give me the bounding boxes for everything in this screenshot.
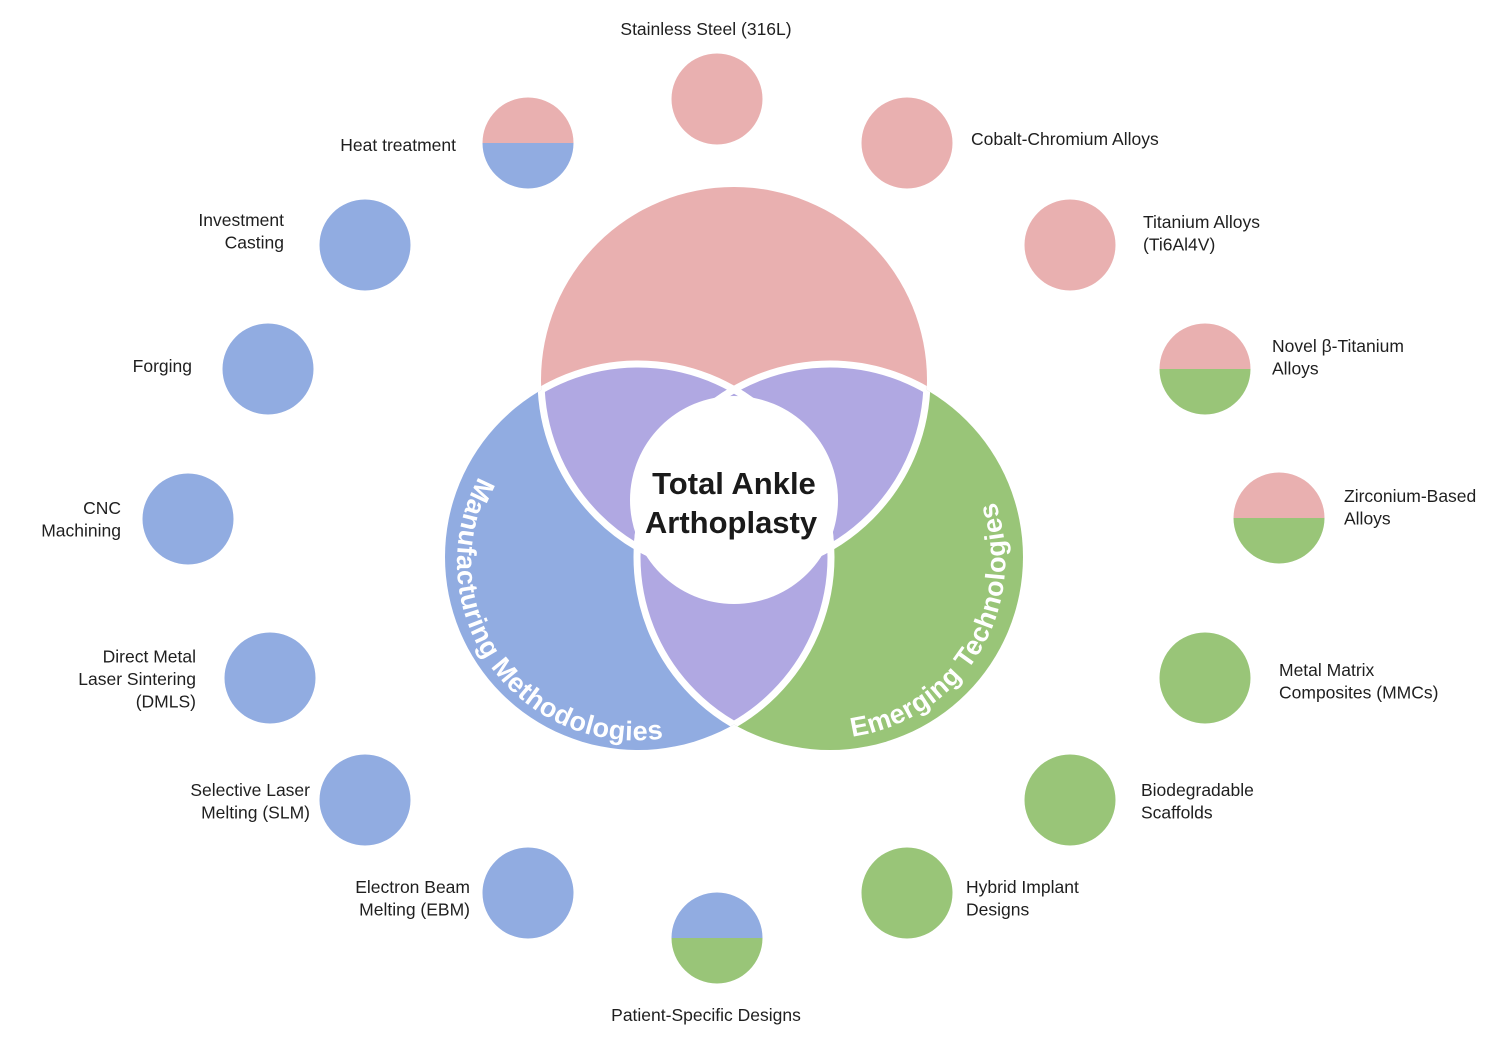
casting-label-line-1: Investment [198,210,284,230]
beta_titanium-disc-bottom-half [1159,369,1251,415]
dmls-disc [224,632,316,724]
node-patient-specific: Patient-Specific Designs [611,892,801,1025]
node-titanium-alloys: Titanium Alloys(Ti6Al4V) [1024,199,1260,291]
hybrid-label-line-1: Hybrid Implant [966,877,1079,897]
cnc-label-line-1: CNC [83,498,121,518]
heat-label-line-1: Heat treatment [340,135,456,155]
casting-label-line-2: Casting [225,232,284,252]
zirconium-label-line-1: Zirconium-Based [1344,486,1476,506]
cobalt-disc [861,97,953,189]
patient-disc-top-half [671,892,763,938]
patient-disc-bottom-half [671,938,763,984]
node-stainless-steel: Stainless Steel (316L) [620,19,792,145]
casting-disc [319,199,411,291]
patient-label-line-1: Patient-Specific Designs [611,1005,801,1025]
zirconium-disc-bottom-half [1233,518,1325,564]
ebm-label-line-2: Melting (EBM) [359,899,470,919]
scaffolds-label-line-2: Scaffolds [1141,802,1213,822]
cobalt-label-line-1: Cobalt-Chromium Alloys [971,129,1159,149]
forging-label-line-1: Forging [133,356,192,376]
heat-disc-bottom-half [482,143,574,189]
venn-circles [445,187,1023,750]
beta_titanium-disc-top-half [1159,323,1251,369]
titanium-label-line-2: (Ti6Al4V) [1143,234,1215,254]
zirconium-disc-top-half [1233,472,1325,518]
dmls-label-line-2: Laser Sintering [78,669,196,689]
center-title-line2: Arthoplasty [645,505,818,540]
stainless-label-line-1: Stainless Steel (316L) [620,19,791,39]
mmc-label-line-2: Composites (MMCs) [1279,682,1438,702]
cnc-disc [142,473,234,565]
cnc-label-line-2: Machining [41,520,121,540]
forging-disc [222,323,314,415]
beta_titanium-label-line-1: Novel β-Titanium [1272,336,1404,356]
beta_titanium-label-line-2: Alloys [1272,358,1319,378]
mmc-disc [1159,632,1251,724]
mmc-label-line-1: Metal Matrix [1279,660,1375,680]
node-forging: Forging [133,323,314,415]
ebm-disc [482,847,574,939]
dmls-label-line-1: Direct Metal [103,647,196,667]
hybrid-label-line-2: Designs [966,899,1029,919]
dmls-label-line-3: (DMLS) [136,692,196,712]
stainless-disc [671,53,763,145]
hybrid-disc [861,847,953,939]
slm-disc [319,754,411,846]
scaffolds-disc [1024,754,1116,846]
titanium-label-line-1: Titanium Alloys [1143,212,1260,232]
scaffolds-label-line-1: Biodegradable [1141,780,1254,800]
heat-disc-top-half [482,97,574,143]
titanium-disc [1024,199,1116,291]
ebm-label-line-1: Electron Beam [355,877,470,897]
slm-label-line-1: Selective Laser [190,780,310,800]
center-title-line1: Total Ankle [652,466,816,501]
slm-label-line-2: Melting (SLM) [201,802,310,822]
center-disc [630,396,838,604]
node-cobalt-chromium: Cobalt-Chromium Alloys [861,97,1159,189]
outer-nodes: Stainless Steel (316L) Cobalt-Chromium A… [41,19,1476,1025]
zirconium-label-line-2: Alloys [1344,508,1391,528]
node-heat-treatment: Heat treatment [340,97,574,189]
